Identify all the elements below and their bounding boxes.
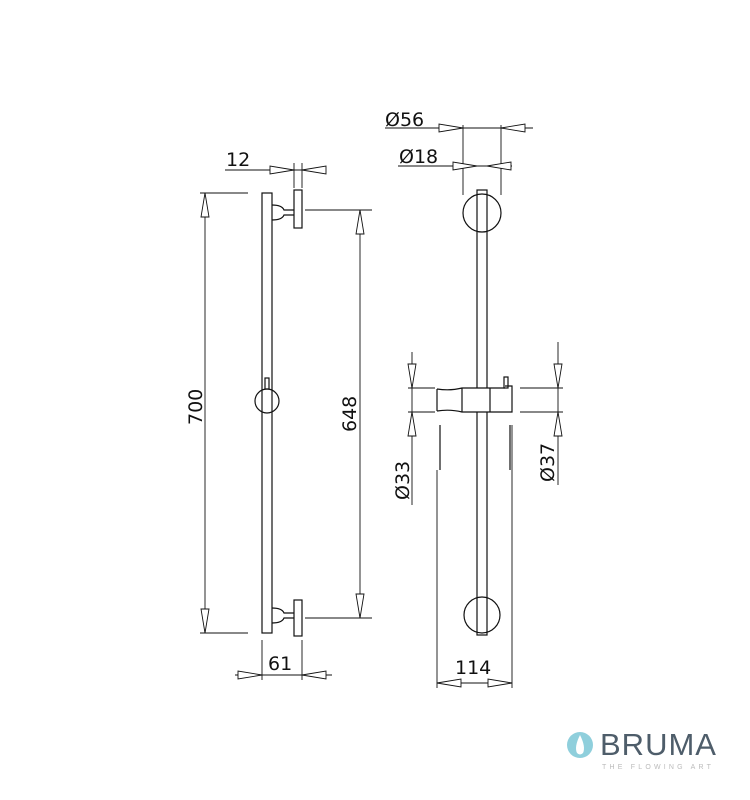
svg-text:Ø56: Ø56 xyxy=(385,109,424,131)
dimension-d56: Ø56 xyxy=(385,109,533,195)
dimension-114: 114 xyxy=(436,425,513,688)
svg-text:Ø37: Ø37 xyxy=(537,443,559,482)
svg-text:Ø18: Ø18 xyxy=(399,146,438,168)
svg-text:700: 700 xyxy=(185,389,207,425)
svg-text:114: 114 xyxy=(455,657,491,679)
svg-text:61: 61 xyxy=(268,653,292,675)
dimension-700: 700 xyxy=(185,192,248,634)
drop-icon xyxy=(567,732,593,758)
side-view xyxy=(254,189,303,637)
dimension-648: 648 xyxy=(305,209,372,619)
svg-text:12: 12 xyxy=(226,149,250,171)
brand-tagline: THE FLOWING ART xyxy=(602,764,715,771)
dimension-d37: Ø37 xyxy=(520,342,563,485)
front-view xyxy=(436,189,513,636)
dimension-d33: Ø33 xyxy=(392,352,435,505)
svg-text:648: 648 xyxy=(339,396,361,432)
dimension-d18: Ø18 xyxy=(398,146,512,171)
brand-logo: BRUMA xyxy=(566,727,717,762)
dimension-12: 12 xyxy=(225,149,327,188)
svg-text:Ø33: Ø33 xyxy=(392,461,414,500)
dimension-61: 61 xyxy=(235,640,332,680)
brand-name: BRUMA xyxy=(600,727,717,762)
